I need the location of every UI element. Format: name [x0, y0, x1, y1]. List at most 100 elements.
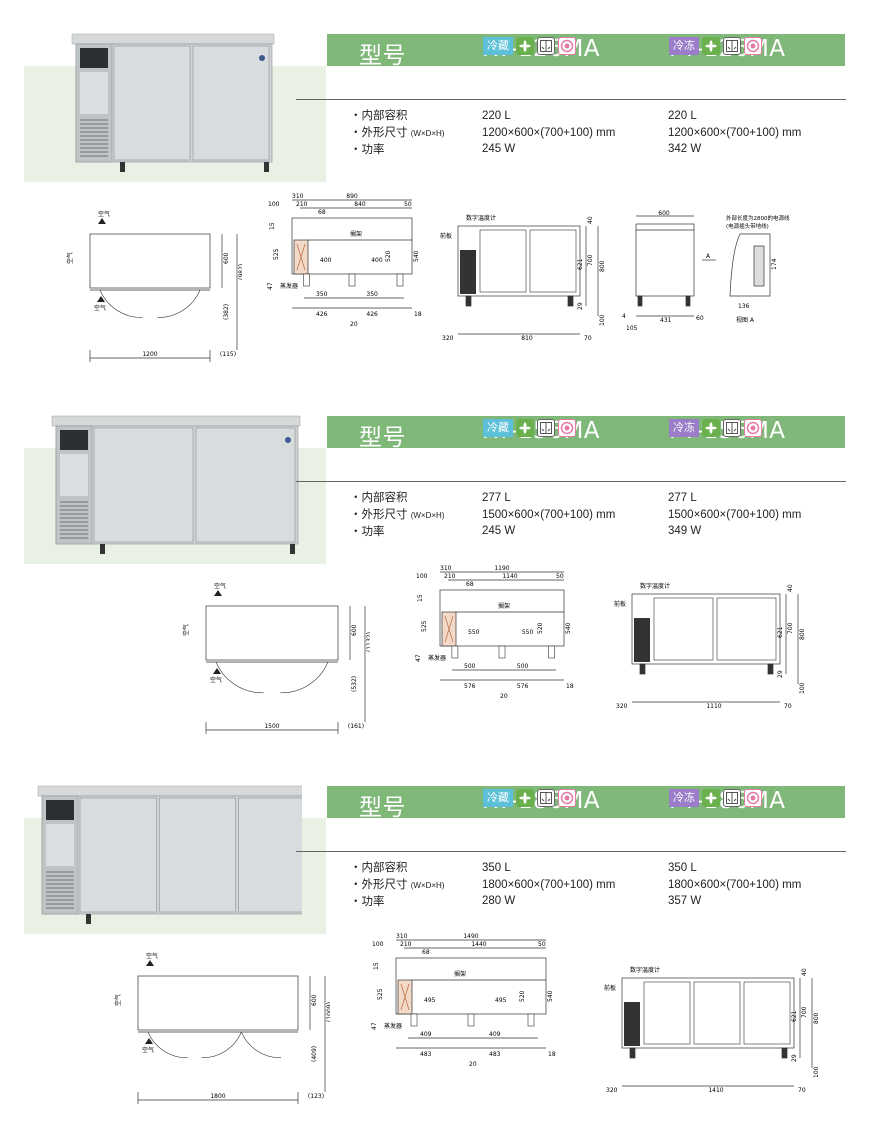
front-leg	[767, 663, 774, 675]
fridge-door	[159, 797, 236, 913]
fridge-leg	[264, 162, 269, 172]
door-clearance-dimension: (532)	[351, 676, 358, 692]
cool-badge: 冷藏	[483, 419, 513, 437]
fan-icon	[702, 419, 720, 437]
rt-power: 280 W	[482, 895, 516, 907]
model-label: 型号	[359, 43, 406, 69]
dim-50: 50	[404, 201, 412, 208]
rt-feature-badges: 冷藏	[483, 789, 576, 807]
divider-line	[296, 99, 846, 100]
divider-line	[296, 851, 846, 852]
dim-700: 700	[787, 622, 794, 634]
front-door	[529, 229, 577, 293]
front-leg	[567, 295, 574, 307]
cross-section-diagram: 1490 1440 310 100 210 68 50 搁架 495 495 1…	[371, 933, 556, 1068]
front-width: 1410	[708, 1087, 723, 1094]
front-width: 810	[521, 335, 533, 342]
front-view-diagram: 数字温度计 前板 320 1110 70 700 800 621 40 29 1…	[614, 582, 806, 710]
ft-power: 349 W	[668, 525, 702, 537]
temperature-icon	[744, 789, 762, 807]
total-depth-dimension: (1132)	[366, 632, 370, 652]
side-depth: 600	[658, 210, 670, 217]
power-label: ・功率	[350, 526, 385, 538]
side-view-diagram: 600 431 105 4 60 A 外部长度为2800的电源线 (电源插头带地…	[622, 210, 790, 332]
dim-800: 800	[799, 628, 806, 640]
front-leg	[629, 1047, 636, 1059]
dim-174: 174	[771, 258, 778, 270]
dim-100: 100	[416, 573, 428, 580]
base-width: 426	[366, 311, 378, 318]
door-swing-arc	[280, 661, 329, 694]
caster	[467, 1013, 475, 1027]
half-width: 495	[424, 997, 436, 1004]
ft-spec-values: 350 L 1800×600×(700+100) mm 357 W	[668, 860, 801, 910]
product-photo	[51, 415, 301, 554]
inner-width: 1140	[502, 573, 517, 580]
product-photo	[71, 33, 275, 172]
dim-18: 18	[414, 311, 422, 318]
door-swing-arc	[99, 289, 143, 318]
dimension-label: ・外形尺寸 (W×D×H)	[350, 878, 445, 891]
ft-spec-values: 277 L 1500×600×(700+100) mm 349 W	[668, 490, 801, 540]
capacity-label: ・内部容积	[350, 492, 408, 504]
caster	[527, 1013, 535, 1027]
base-width: 483	[489, 1051, 501, 1058]
extra-dimension: (123)	[308, 1093, 324, 1100]
fridge-leg	[290, 544, 295, 554]
spec-labels: ・内部容积 ・外形尺寸 (W×D×H) ・功率	[350, 860, 444, 911]
dim-100: 100	[268, 201, 280, 208]
fridge-door	[113, 45, 191, 161]
evaporator-label: 蒸发器	[280, 282, 298, 290]
model-banner: 型号 RT-186MA FT-186MA	[327, 786, 845, 821]
front-panel-label: 前板	[440, 232, 452, 240]
caster	[451, 645, 459, 659]
brand-logo-icon	[285, 437, 291, 443]
fan-icon	[702, 37, 720, 55]
fridge-leg	[86, 914, 91, 924]
front-door	[693, 981, 741, 1045]
door-icon	[723, 419, 741, 437]
fridge-door	[79, 797, 157, 913]
freeze-badge: 冷冻	[669, 37, 699, 55]
rt-spec-values: 277 L 1500×600×(700+100) mm 245 W	[482, 490, 615, 540]
half-width: 550	[522, 629, 534, 636]
fridge-door	[238, 797, 302, 913]
dim-29: 29	[791, 1054, 798, 1062]
ft-dimension: 1200×600×(700+100) mm	[668, 126, 802, 139]
dim-525: 525	[377, 988, 384, 1000]
ft-feature-badges: 冷冻	[669, 789, 762, 807]
door-swing-arc	[241, 1031, 282, 1058]
front-door	[716, 597, 777, 661]
dim-800: 800	[599, 260, 606, 272]
dim-18: 18	[566, 683, 574, 690]
dim-520: 520	[519, 990, 526, 1002]
spec-labels: ・内部容积 ・外形尺寸 (W×D×H) ・功率	[350, 490, 444, 541]
ft-power: 357 W	[668, 895, 702, 907]
rt-capacity: 220 L	[482, 110, 511, 122]
product-section: 型号 RT-156MA FT-156MA 冷藏 冷冻 ・内部容积 ・外形尺寸 (…	[0, 382, 878, 752]
spec-labels: ・内部容积 ・外形尺寸 (W×D×H) ・功率	[350, 108, 444, 159]
dim-136: 136	[738, 303, 750, 310]
door-swing-diagram: 空气 空气 空气 1800 (123) 600 (1009) (409)	[114, 952, 330, 1104]
dim-68: 68	[422, 949, 430, 956]
fridge-door	[93, 427, 194, 543]
caster	[548, 645, 555, 659]
front-door	[653, 597, 714, 661]
fan-icon	[702, 789, 720, 807]
foot-spacing: 409	[420, 1031, 432, 1038]
rt-dimension: 1200×600×(700+100) mm	[482, 126, 616, 139]
extra-dimension: (115)	[220, 351, 236, 358]
front-view-diagram: 数字温度计 前板 320 810 70 700 800 621 40 29 10…	[440, 214, 606, 342]
ft-capacity: 277 L	[668, 492, 697, 504]
dim-210: 210	[400, 941, 412, 948]
depth-dimension: 600	[311, 994, 318, 1006]
model-label: 型号	[359, 425, 406, 451]
dim-47: 47	[371, 1022, 378, 1030]
ft-feature-badges: 冷冻	[669, 419, 762, 437]
dim-70: 70	[784, 703, 792, 710]
air-label: 空气	[114, 994, 122, 1006]
power-label: ・功率	[350, 144, 385, 156]
dim-4: 4	[622, 313, 626, 320]
power-plug-label: (电源插头带地线)	[726, 222, 769, 230]
dim-310: 310	[292, 193, 304, 200]
